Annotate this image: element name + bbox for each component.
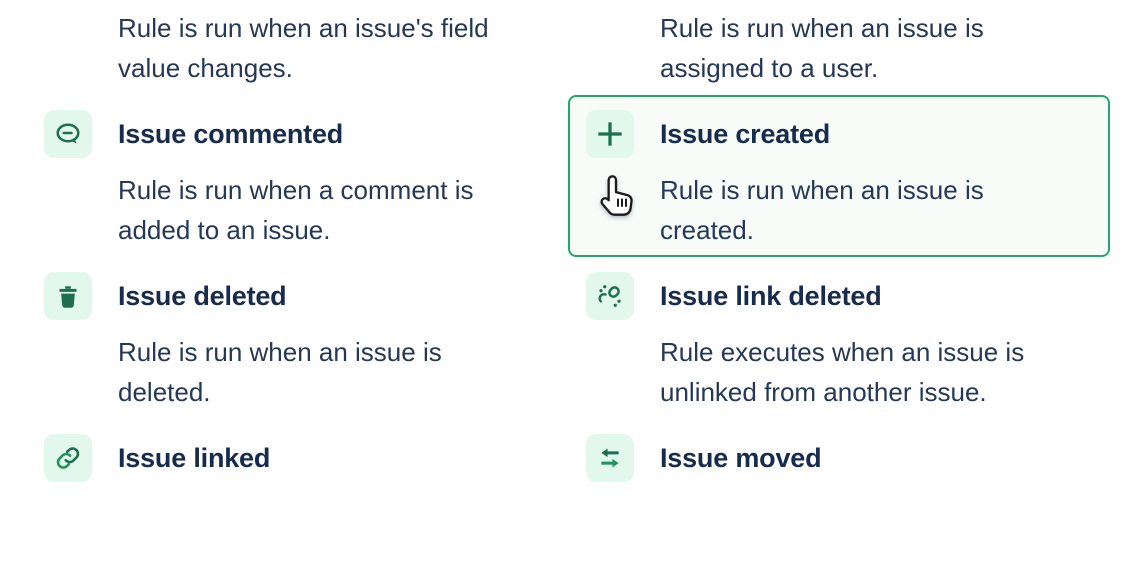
trigger-card-issue-moved[interactable]: Issue moved — [568, 419, 1110, 581]
trigger-description: Rule is run when an issue is deleted. — [118, 337, 442, 407]
link-broken-icon — [598, 285, 621, 307]
trigger-description: Rule is run when a comment is added to a… — [118, 175, 474, 245]
trash-icon — [59, 286, 77, 308]
trigger-title: Issue deleted — [118, 281, 287, 311]
trigger-title: Issue link deleted — [660, 281, 882, 311]
trigger-card-issue-deleted[interactable]: Issue deleted Rule is run when an issue … — [26, 257, 568, 419]
trigger-description: Rule executes when an issue is unlinked … — [660, 337, 1025, 407]
trigger-card-issue-linked[interactable]: Issue linked — [26, 419, 568, 581]
icon-tile — [586, 434, 634, 482]
trigger-card-issue-assigned[interactable]: Rule is run when an issue is assigned to… — [568, 0, 1110, 95]
plus-icon — [598, 122, 622, 146]
icon-tile — [44, 110, 92, 158]
arrows-swap-icon — [601, 448, 619, 468]
trigger-grid: Rule is run when an issue's field value … — [26, 0, 1110, 581]
trigger-description: Rule is run when an issue is assigned to… — [660, 13, 984, 83]
trigger-title: Issue created — [660, 119, 830, 149]
trigger-title: Issue linked — [118, 443, 271, 473]
trigger-title: Issue moved — [660, 443, 822, 473]
trigger-card-issue-created[interactable]: Issue created Rule is run when an issue … — [568, 95, 1110, 257]
trigger-card-field-value-changed[interactable]: Rule is run when an issue's field value … — [26, 0, 568, 95]
trigger-card-issue-commented[interactable]: Issue commented Rule is run when a comme… — [26, 95, 568, 257]
icon-tile — [44, 272, 92, 320]
icon-tile — [44, 434, 92, 482]
icon-tile — [586, 272, 634, 320]
trigger-title: Issue commented — [118, 119, 344, 149]
trigger-description: Rule is run when an issue is created. — [660, 175, 984, 245]
link-icon — [56, 447, 80, 469]
comment-icon — [56, 123, 80, 144]
trigger-card-issue-link-deleted[interactable]: Issue link deleted Rule executes when an… — [568, 257, 1110, 419]
trigger-description: Rule is run when an issue's field value … — [118, 13, 489, 83]
icon-tile — [586, 110, 634, 158]
